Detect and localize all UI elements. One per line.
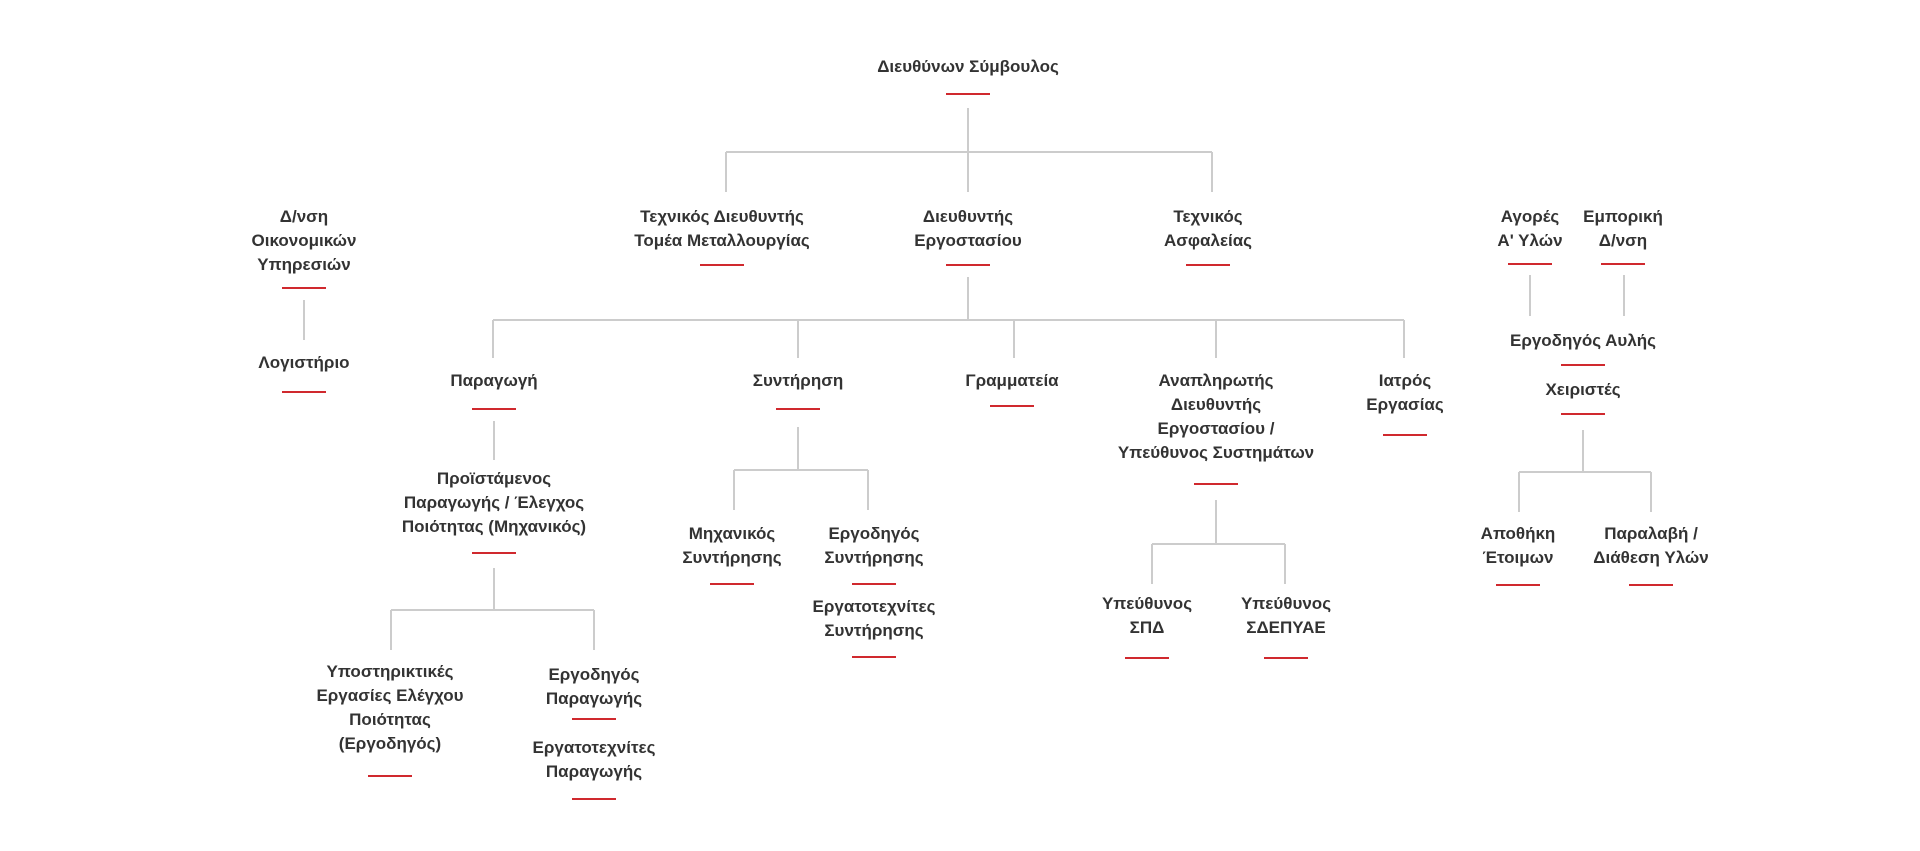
org-node-label: Υπεύθυνος ΣΔΕΠΥΑΕ [1240,594,1332,637]
org-node-label: Εργοδηγός Αυλής [1509,331,1656,350]
org-node-production: Παραγωγή [364,369,624,393]
org-node-tech-dir: Τεχνικός Διευθυντής Τομέα Μεταλλουργίας [592,205,852,253]
org-node-label: Ιατρός Εργασίας [1366,371,1444,414]
org-node-label: Τεχνικός Ασφαλείας [1163,207,1253,250]
org-node-deputy-dir: Αναπληρωτής Διευθυντής Εργοστασίου / Υπε… [1086,369,1346,465]
org-node-label: Γραμματεία [965,371,1059,390]
org-node-doctor: Ιατρός Εργασίας [1275,369,1535,417]
org-node-prod-supervisor: Προϊστάμενος Παραγωγής / Έλεγχος Ποιότητ… [364,467,624,539]
org-node-receiving: Παραλαβή / Διάθεση Υλών [1521,522,1781,570]
org-node-maint-workers: Εργατοτεχνίτες Συντήρησης [744,595,1004,643]
org-node-plant-dir: Διευθυντής Εργοστασίου [838,205,1098,253]
org-node-label: Αναπληρωτής Διευθυντής Εργοστασίου / Υπε… [1117,371,1315,462]
org-node-purchasing: Αγορές Α' Υλών [1400,205,1660,253]
org-node-quality-support: Υποστηρικτικές Εργασίες Ελέγχου Ποιότητα… [260,660,520,756]
accent-underlines [282,93,1673,800]
org-node-maintenance: Συντήρηση [668,369,928,393]
org-node-sales: Εμπορική Δ/νση [1493,205,1753,253]
org-node-label: Παραλαβή / Διάθεση Υλών [1593,524,1709,567]
org-node-label: Διευθυντής Εργοστασίου [914,207,1022,250]
org-node-label: Αγορές Α' Υλών [1497,207,1563,250]
org-node-label: Εργοδηγός Παραγωγής [545,665,643,708]
org-node-label: Υπεύθυνος ΣΠΔ [1101,594,1193,637]
org-node-finance: Δ/νση Οικονομικών Υπηρεσιών [174,205,434,277]
org-node-prod-foreman: Εργοδηγός Παραγωγής [464,663,724,711]
org-node-label: Προϊστάμενος Παραγωγής / Έλεγχος Ποιότητ… [401,469,587,536]
org-node-prod-workers: Εργατοτεχνίτες Παραγωγής [464,736,724,784]
org-node-label: Μηχανικός Συντήρησης [682,524,782,567]
org-node-maint-engineer: Μηχανικός Συντήρησης [602,522,862,570]
org-node-label: Εργοδηγός Συντήρησης [824,524,924,567]
org-node-warehouse: Αποθήκη Έτοιμων [1388,522,1648,570]
org-node-label: Διευθύνων Σύμβουλος [877,57,1059,76]
connector-lines [303,108,1652,650]
org-node-label: Συντήρηση [752,371,844,390]
org-node-label: Εργατοτεχνίτες Παραγωγής [532,738,656,781]
org-node-label: Τεχνικός Διευθυντής Τομέα Μεταλλουργίας [634,207,810,250]
org-node-spd-manager: Υπεύθυνος ΣΠΔ [1017,592,1277,640]
org-node-label: Δ/νση Οικονομικών Υπηρεσιών [251,207,357,274]
org-node-label: Χειριστές [1545,380,1621,399]
org-node-label: Λογιστήριο [258,353,350,372]
org-node-label: Υποστηρικτικές Εργασίες Ελέγχου Ποιότητα… [316,662,464,753]
org-node-ceo: Διευθύνων Σύμβουλος [838,55,1098,79]
org-node-secretariat: Γραμματεία [882,369,1142,393]
org-node-label: Εργατοτεχνίτες Συντήρησης [812,597,936,640]
org-node-label: Εμπορική Δ/νση [1583,207,1663,250]
org-node-maint-foreman: Εργοδηγός Συντήρησης [744,522,1004,570]
org-node-yard-foreman: Εργοδηγός Αυλής [1453,329,1713,353]
org-node-label: Παραγωγή [450,371,538,390]
org-node-operators: Χειριστές [1453,378,1713,402]
org-node-sdepyae-manager: Υπεύθυνος ΣΔΕΠΥΑΕ [1156,592,1416,640]
org-node-label: Αποθήκη Έτοιμων [1480,524,1556,567]
org-node-accounting: Λογιστήριο [174,351,434,375]
org-node-safety-tech: Τεχνικός Ασφαλείας [1078,205,1338,253]
